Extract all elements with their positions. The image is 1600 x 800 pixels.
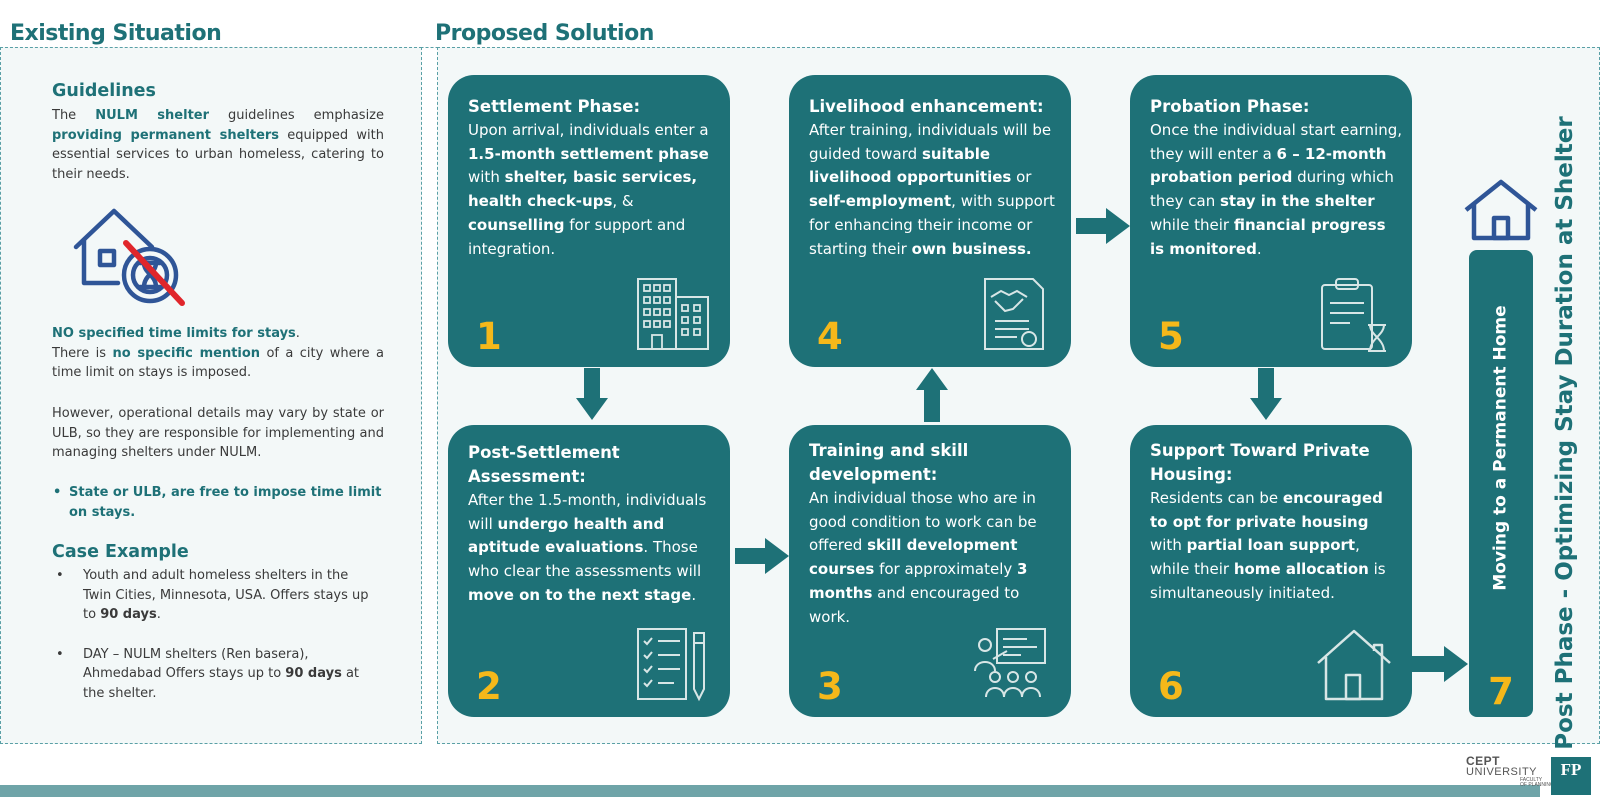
- card-body: After the 1.5-month, individuals will un…: [468, 491, 707, 604]
- card-body: Residents can be encouraged to opt for p…: [1150, 489, 1386, 602]
- card-body: An individual those who are in good cond…: [809, 489, 1037, 626]
- step-number: 6: [1158, 665, 1184, 708]
- case-example-heading: Case Example: [52, 542, 189, 562]
- bullet-state-ulb: • State or ULB, are free to impose time …: [53, 483, 383, 522]
- arrow-right-4-to-5: [1076, 208, 1130, 244]
- guidelines-heading: Guidelines: [52, 81, 156, 101]
- step-number-7: 7: [1488, 670, 1514, 713]
- proposed-solution-title: Proposed Solution: [435, 21, 654, 46]
- bullet-dot: •: [53, 485, 62, 500]
- office-building-icon: [637, 278, 709, 350]
- no-house-limit-icon: [73, 208, 185, 306]
- clipboard-hourglass-icon: [1321, 278, 1386, 352]
- footer-bar: [0, 785, 1540, 797]
- cept-logo-line2: UNIVERSITY: [1466, 766, 1538, 778]
- step-number: 5: [1158, 315, 1184, 358]
- handshake-contract-icon: [984, 278, 1044, 350]
- card-livelihood-enhancement: Livelihood enhancement: After training, …: [789, 75, 1071, 367]
- step-number: 2: [476, 665, 502, 708]
- arrow-right-2-to-3: [735, 538, 789, 574]
- fp-logo: FP: [1551, 757, 1591, 795]
- bullet-dot: •: [56, 646, 64, 662]
- existing-situation-panel: [0, 47, 422, 744]
- arrow-right-6-to-7: [1408, 646, 1468, 682]
- list-item: • Youth and adult homeless shelters in t…: [53, 566, 373, 625]
- step-number: 3: [817, 665, 843, 708]
- card-body: After training, individuals will be guid…: [809, 121, 1055, 258]
- cept-logo-line1: CEPT: [1466, 754, 1501, 768]
- list-item: • DAY – NULM shelters (Ren basera), Ahme…: [53, 645, 373, 704]
- step-number: 1: [476, 315, 502, 358]
- case-item-text: Youth and adult homeless shelters in the…: [83, 568, 369, 622]
- bullet-state-text: State or ULB, are free to impose time li…: [69, 485, 382, 520]
- card-title: Support Toward Private Housing:: [1150, 441, 1370, 484]
- case-item-text: DAY – NULM shelters (Ren basera), Ahmeda…: [83, 646, 360, 701]
- card-title: Post-Settlement Assessment:: [468, 443, 620, 486]
- checklist-pencil-icon: [637, 628, 705, 702]
- arrow-down-5-to-6: [1250, 368, 1282, 420]
- permanent-home-label-wrap: Moving to a Permanent Home: [1469, 250, 1533, 645]
- card-body: Once the individual start earning, they …: [1150, 121, 1403, 258]
- card-support-private-housing: Support Toward Private Housing: Resident…: [1130, 425, 1412, 717]
- card-training-skill-development: Training and skill development: An indiv…: [789, 425, 1071, 717]
- time-limit-text: NO specified time limits for stays.There…: [52, 326, 385, 380]
- permanent-home-label: Moving to a Permanent Home: [1491, 304, 1511, 591]
- case-list: • Youth and adult homeless shelters in t…: [53, 566, 373, 703]
- cept-logo-sub1: FACULTY: [1520, 777, 1543, 783]
- operational-details-text: However, operational details may vary by…: [52, 406, 384, 460]
- house-icon: [1464, 179, 1538, 241]
- training-presentation-icon: [974, 628, 1046, 698]
- card-post-settlement-assessment: Post-Settlement Assessment: After the 1.…: [448, 425, 730, 717]
- guidelines-text: The NULM shelter guidelines emphasize pr…: [52, 108, 384, 182]
- card-title: Probation Phase:: [1150, 97, 1310, 116]
- house-outline-icon: [1317, 629, 1391, 701]
- card-title: Training and skill development:: [809, 441, 969, 484]
- existing-situation-title: Existing Situation: [10, 21, 222, 46]
- cept-logo-sub2: OF PLANNING: [1520, 782, 1554, 788]
- fp-logo-text: FP: [1560, 760, 1582, 779]
- post-phase-vertical-title: Post Phase - Optimizing Stay Duration at…: [1552, 116, 1578, 750]
- bullet-dot: •: [56, 568, 64, 583]
- card-probation-phase: Probation Phase: Once the individual sta…: [1130, 75, 1412, 367]
- card-title: Livelihood enhancement:: [809, 97, 1044, 116]
- step-number: 4: [817, 315, 843, 358]
- step-7-pill: [1469, 250, 1533, 717]
- card-title: Settlement Phase:: [468, 97, 641, 116]
- card-body: Upon arrival, individuals enter a 1.5-mo…: [468, 121, 709, 258]
- arrow-up-3-to-4: [916, 368, 948, 422]
- arrow-down-1-to-2: [576, 368, 608, 420]
- card-settlement-phase: Settlement Phase: Upon arrival, individu…: [448, 75, 730, 367]
